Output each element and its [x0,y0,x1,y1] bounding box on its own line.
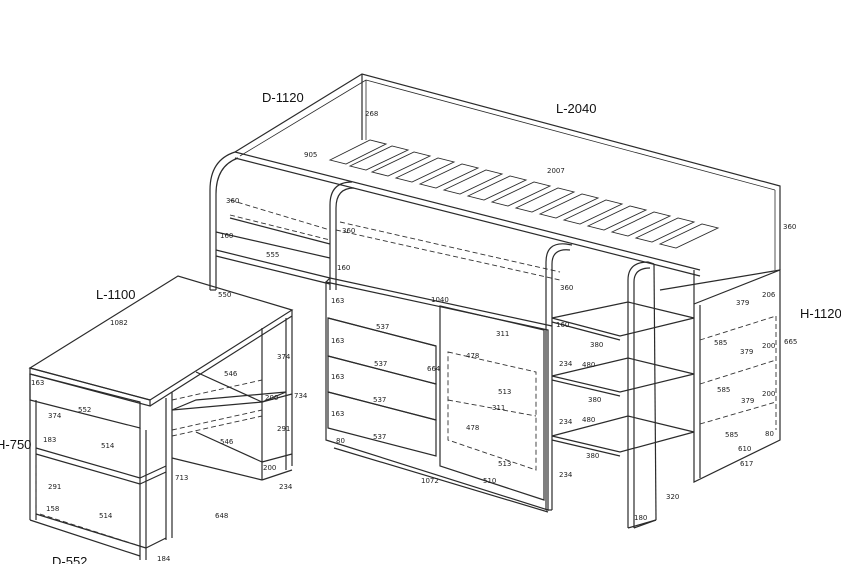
right-cabinet [659,269,781,483]
dim-label: 478 [466,424,479,432]
dim-label: 234 [559,360,573,368]
dim-label: 80 [336,437,345,445]
dim-label: 360 [783,223,796,231]
dim-label: 311 [492,404,505,412]
dim-label: 734 [294,392,308,400]
dim-label: 380 [590,341,603,349]
desk-depth-label: D-552 [52,554,87,564]
dim-label: 160 [556,321,569,329]
dim-label: 585 [714,339,727,347]
dim-label: 379 [740,348,753,356]
dim-label: 163 [331,373,344,381]
dim-label: 200 [265,394,278,402]
dim-label: 1082 [110,319,128,327]
dim-label: 291 [277,425,290,433]
dim-label: 320 [666,493,679,501]
dim-label: 360 [342,227,355,235]
bed-length-label: L-2040 [556,101,596,116]
dim-label: 360 [560,284,573,292]
dim-label: 585 [717,386,730,394]
dim-label: 200 [762,390,775,398]
dim-label: 234 [279,483,293,491]
dim-label: 160 [220,232,233,240]
dim-label: 234 [559,418,573,426]
dim-label: 550 [218,291,231,299]
dim-label: 1072 [421,477,439,485]
dim-label: 648 [215,512,228,520]
dim-label: 380 [586,452,599,460]
overall-dimension-labels: D-1120 L-2040 H-1120 L-1100 H-750 D-552 [0,90,841,564]
dim-label: 537 [374,360,387,368]
bed-frame [209,73,781,291]
dim-label: 610 [738,445,751,453]
dim-label: 200 [762,342,775,350]
dim-label: 514 [99,512,113,520]
dim-label: 183 [43,436,56,444]
dim-label: 546 [224,370,238,378]
bed-slats [328,139,720,249]
dim-label: 184 [157,555,171,563]
chest-of-drawers [325,277,553,513]
dim-label: 163 [331,297,344,305]
dim-label: 311 [496,330,509,338]
dim-label: 513 [498,388,511,396]
dim-label: 510 [483,477,496,485]
bed-height-label: H-1120 [800,306,841,321]
desk-length-label: L-1100 [96,287,136,302]
dim-label: 80 [765,430,774,438]
dim-label: 2007 [547,167,565,175]
dim-label: 180 [634,514,647,522]
dim-label: 163 [331,337,344,345]
dim-label: 480 [582,361,595,369]
dim-label: 163 [331,410,344,418]
dim-label: 291 [48,483,61,491]
dim-label: 665 [784,338,797,346]
dimension-values: 268 905 2007 360 360 360 360 160 160 160… [31,110,797,563]
dim-label: 905 [304,151,317,159]
dim-label: 664 [427,365,441,373]
bed-middle-panel [329,181,561,290]
dim-label: 380 [588,396,601,404]
dim-label: 546 [220,438,234,446]
dim-label: 234 [559,471,573,479]
dim-label: 379 [736,299,749,307]
dim-label: 163 [31,379,44,387]
dim-label: 374 [48,412,62,420]
bed-depth-label: D-1120 [262,90,304,105]
dim-label: 555 [266,251,279,259]
dim-label: 537 [373,433,386,441]
dim-label: 513 [498,460,511,468]
dim-label: 360 [226,197,239,205]
dim-label: 268 [365,110,378,118]
dim-label: 374 [277,353,291,361]
dim-label: 206 [762,291,776,299]
dim-label: 514 [101,442,115,450]
dim-label: 1040 [431,296,449,304]
dim-label: 585 [725,431,738,439]
dim-label: 480 [582,416,595,424]
dim-label: 200 [263,464,276,472]
dim-label: 617 [740,460,753,468]
dim-label: 478 [466,352,479,360]
ladder-shelves [545,243,695,529]
dim-label: 158 [46,505,59,513]
desk [28,275,294,560]
dim-label: 552 [78,406,91,414]
dim-label: 537 [373,396,386,404]
dim-label: 160 [337,264,350,272]
desk-height-label: H-750 [0,437,31,452]
dim-label: 379 [741,397,754,405]
dim-label: 713 [175,474,188,482]
dim-label: 537 [376,323,389,331]
